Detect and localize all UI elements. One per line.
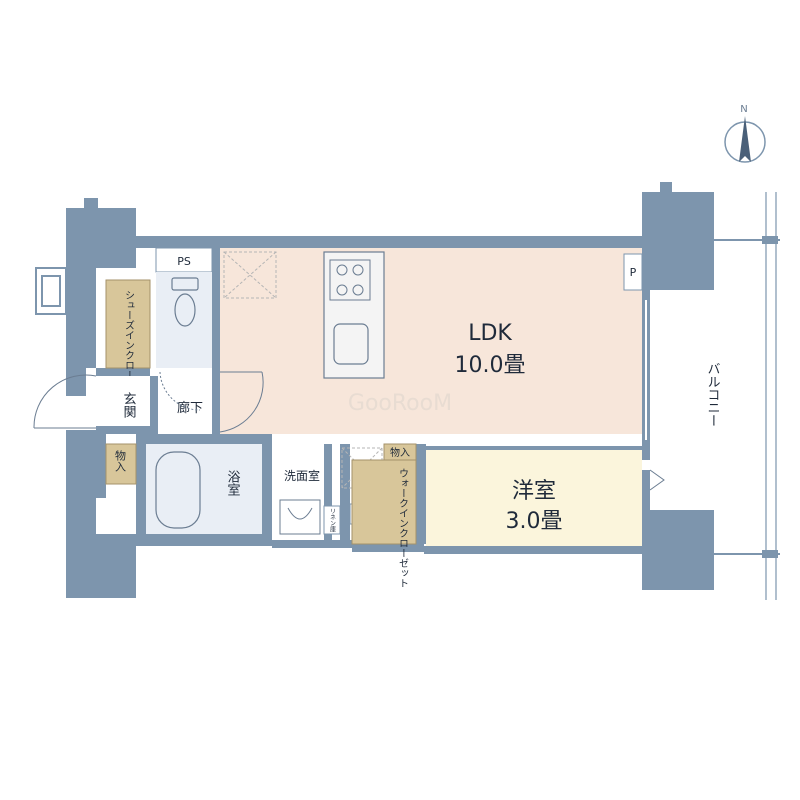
watermark: GooRooM: [348, 391, 452, 416]
kitchen-counter: [323, 251, 385, 379]
walk-in-closet: [351, 459, 417, 545]
compass-north-label: N: [740, 104, 747, 115]
ldk-size: 10.0畳: [455, 353, 526, 378]
entrance-label: 玄関: [121, 392, 137, 419]
ps-top-label: PS: [177, 255, 191, 268]
washbasin-icon: [279, 499, 321, 535]
washroom-label: 洗面室: [284, 468, 320, 483]
hallway-label: 廊下: [177, 400, 203, 416]
hall-storage-label: 物入: [390, 446, 410, 459]
outdoor-unit: [35, 267, 67, 315]
bedroom-size: 3.0畳: [506, 509, 563, 534]
entrance-storage-label: 物入: [114, 449, 127, 472]
washroom-extra: [332, 444, 340, 540]
p-box-label: P: [630, 266, 637, 279]
ldk-floor: [220, 248, 642, 434]
shoe-closet-label: シューズインクローク: [123, 290, 135, 390]
compass-needle-icon: [739, 116, 751, 162]
compass: N: [724, 104, 766, 163]
washroom: [272, 444, 324, 540]
stove-burner-icon: [352, 284, 364, 296]
stove-burner-icon: [336, 284, 348, 296]
entrance-storage: [105, 443, 137, 485]
balcony-door-swing: [649, 469, 665, 491]
p-box: [623, 253, 643, 291]
toilet-room: [156, 272, 212, 368]
toilet-icon: [171, 277, 199, 327]
hallway-floor: [158, 376, 212, 434]
ldk-storage: [223, 251, 277, 299]
linen: [323, 505, 341, 535]
bath-label: 浴室: [225, 470, 241, 496]
balcony: バルコニー: [705, 192, 780, 600]
bath-room: [146, 444, 262, 534]
bathtub-icon: [155, 451, 201, 529]
hallway-door-swing: [219, 371, 264, 433]
entrance-floor: [96, 376, 150, 426]
entrance-door-swing: [33, 374, 97, 429]
shoe-closet: [105, 279, 151, 369]
bedroom-floor: [426, 450, 642, 546]
bedroom-name: 洋室: [512, 479, 556, 504]
ldk-name: LDK: [468, 321, 512, 346]
stove-burner-icon: [352, 264, 364, 276]
stove-burner-icon: [336, 264, 348, 276]
sink-icon: [333, 323, 369, 365]
linen-label: リネン庫: [329, 508, 336, 533]
walk-in-closet-label: ウォークインクローゼット: [397, 468, 409, 588]
balcony-label: バルコニー: [705, 362, 721, 427]
